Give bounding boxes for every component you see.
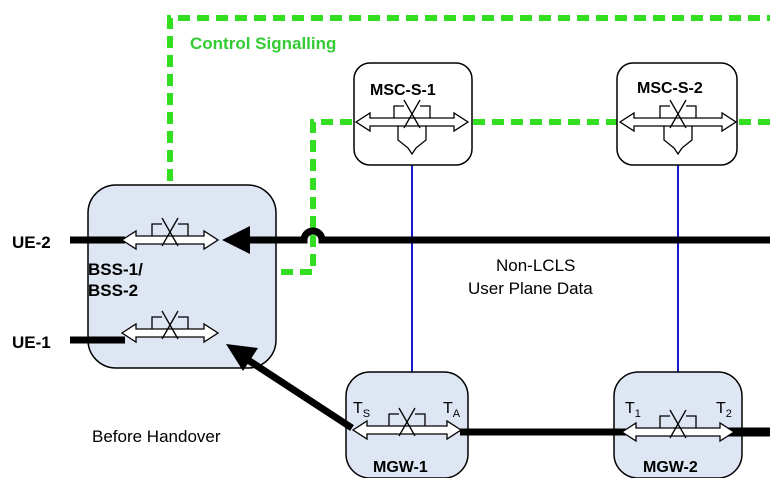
non-lcls-label-line1: Non-LCLS [496,256,575,275]
t2-label: T2 [716,400,732,420]
mgw-1-label: MGW-1 [373,459,428,476]
msc-s-2-node [616,62,738,166]
msc-s-1-label: MSC-S-1 [370,82,436,99]
ta-label: TA [443,400,461,420]
msc-s-1-switch-icon [354,99,470,156]
mgw1-bss-bearer [246,357,354,431]
mgw-2-label: MGW-2 [643,459,698,476]
msc-s-2-label: MSC-S-2 [637,80,703,97]
control-signalling-loop [170,119,770,275]
control-signalling-label: Control Signalling [190,34,336,53]
t1-label: T1 [625,400,641,420]
before-handover-label: Before Handover [92,427,221,446]
bss-switch-lower-icon [120,310,220,344]
non-lcls-arrowhead [222,226,250,254]
msc-s-1-node [353,62,473,166]
mgw1-bss-arrowhead [226,344,258,371]
non-lcls-label-line2: User Plane Data [468,279,593,298]
control-signalling-path [167,15,770,200]
ts-label: TS [353,400,370,420]
bss-node [87,184,277,369]
ue-2-label: UE-2 [12,233,51,252]
msc-s-2-switch-icon [618,99,738,156]
bss-label-line2: BSS-2 [88,281,138,300]
ue-1-label: UE-1 [12,333,51,352]
bss-switch-upper-icon [120,217,220,251]
mgw-1-switch-icon [351,407,463,441]
bss-label-line1: BSS-1/ [88,260,143,279]
mgw-2-switch-icon [620,409,736,443]
non-lcls-bearer [246,227,770,244]
